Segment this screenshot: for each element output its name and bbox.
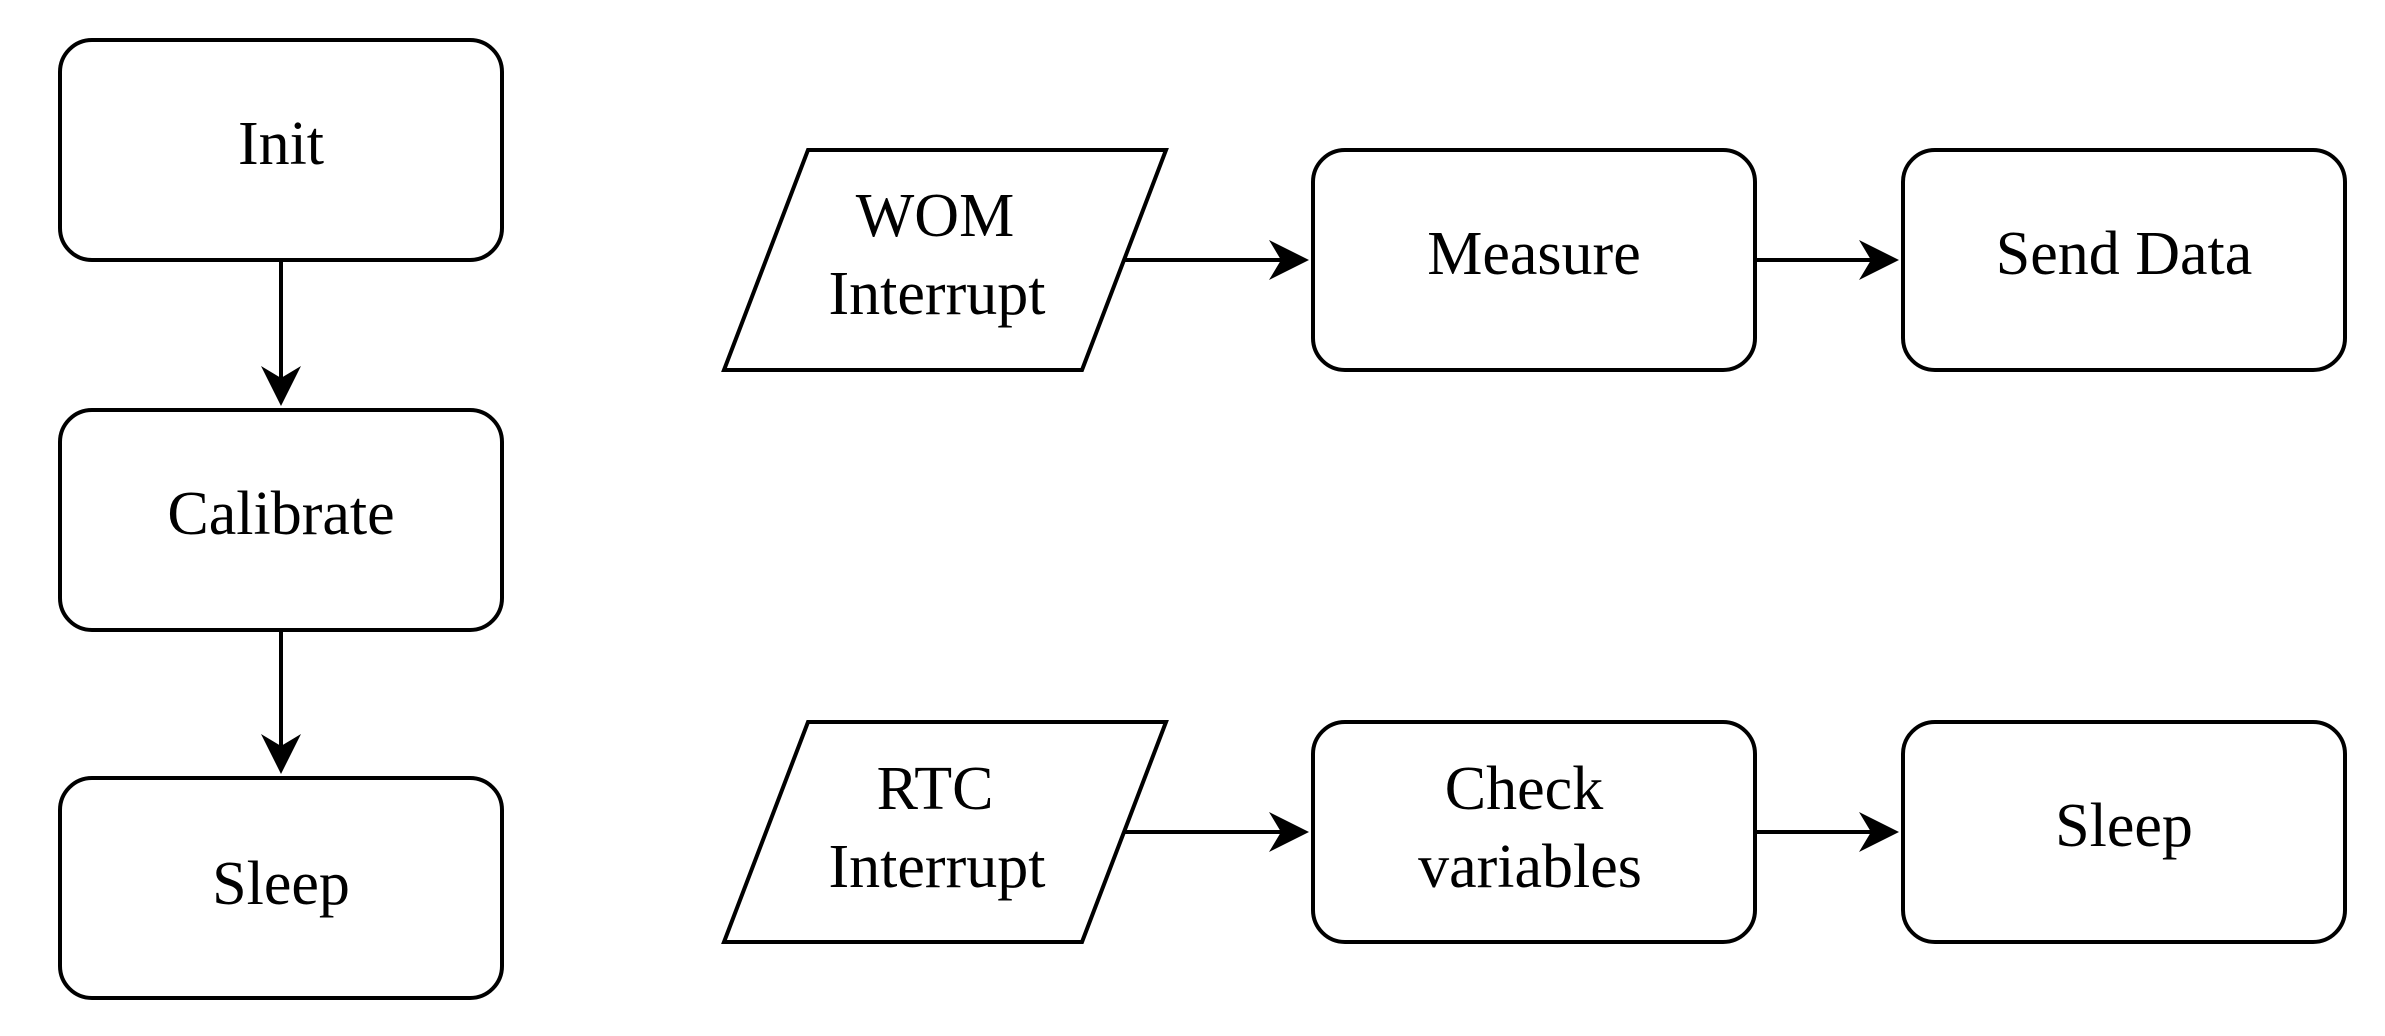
send-data-label: Send Data <box>1996 220 2253 288</box>
rtc-sleep-node: Sleep <box>1901 720 2347 944</box>
rtc-interrupt-node: RTC Interrupt <box>721 720 1169 944</box>
calibrate-label: Calibrate <box>167 480 394 548</box>
wom-flow: WOM Interrupt Measure Send Data <box>721 148 2347 372</box>
check-variables-line2: variables <box>1418 833 1642 901</box>
check-variables-line1: Check <box>1445 755 1603 823</box>
startup-sleep-label: Sleep <box>212 850 350 918</box>
startup-column: Init Calibrate Sleep <box>58 38 504 1000</box>
wom-interrupt-line2: Interrupt <box>829 260 1046 328</box>
calibrate-node: Calibrate <box>58 408 504 632</box>
check-variables-node: Check variables <box>1311 720 1757 944</box>
startup-sleep-node: Sleep <box>58 776 504 1000</box>
rtc-flow: RTC Interrupt Check variables Sleep <box>721 720 2347 944</box>
rtc-interrupt-line1: RTC <box>877 755 994 823</box>
rtc-sleep-label: Sleep <box>2055 792 2193 860</box>
measure-label: Measure <box>1427 220 1640 288</box>
send-data-node: Send Data <box>1901 148 2347 372</box>
init-label: Init <box>238 110 324 178</box>
wom-interrupt-line1: WOM <box>856 182 1014 250</box>
rtc-interrupt-line2: Interrupt <box>829 833 1046 901</box>
measure-node: Measure <box>1311 148 1757 372</box>
wom-interrupt-node: WOM Interrupt <box>721 148 1169 372</box>
init-node: Init <box>58 38 504 262</box>
